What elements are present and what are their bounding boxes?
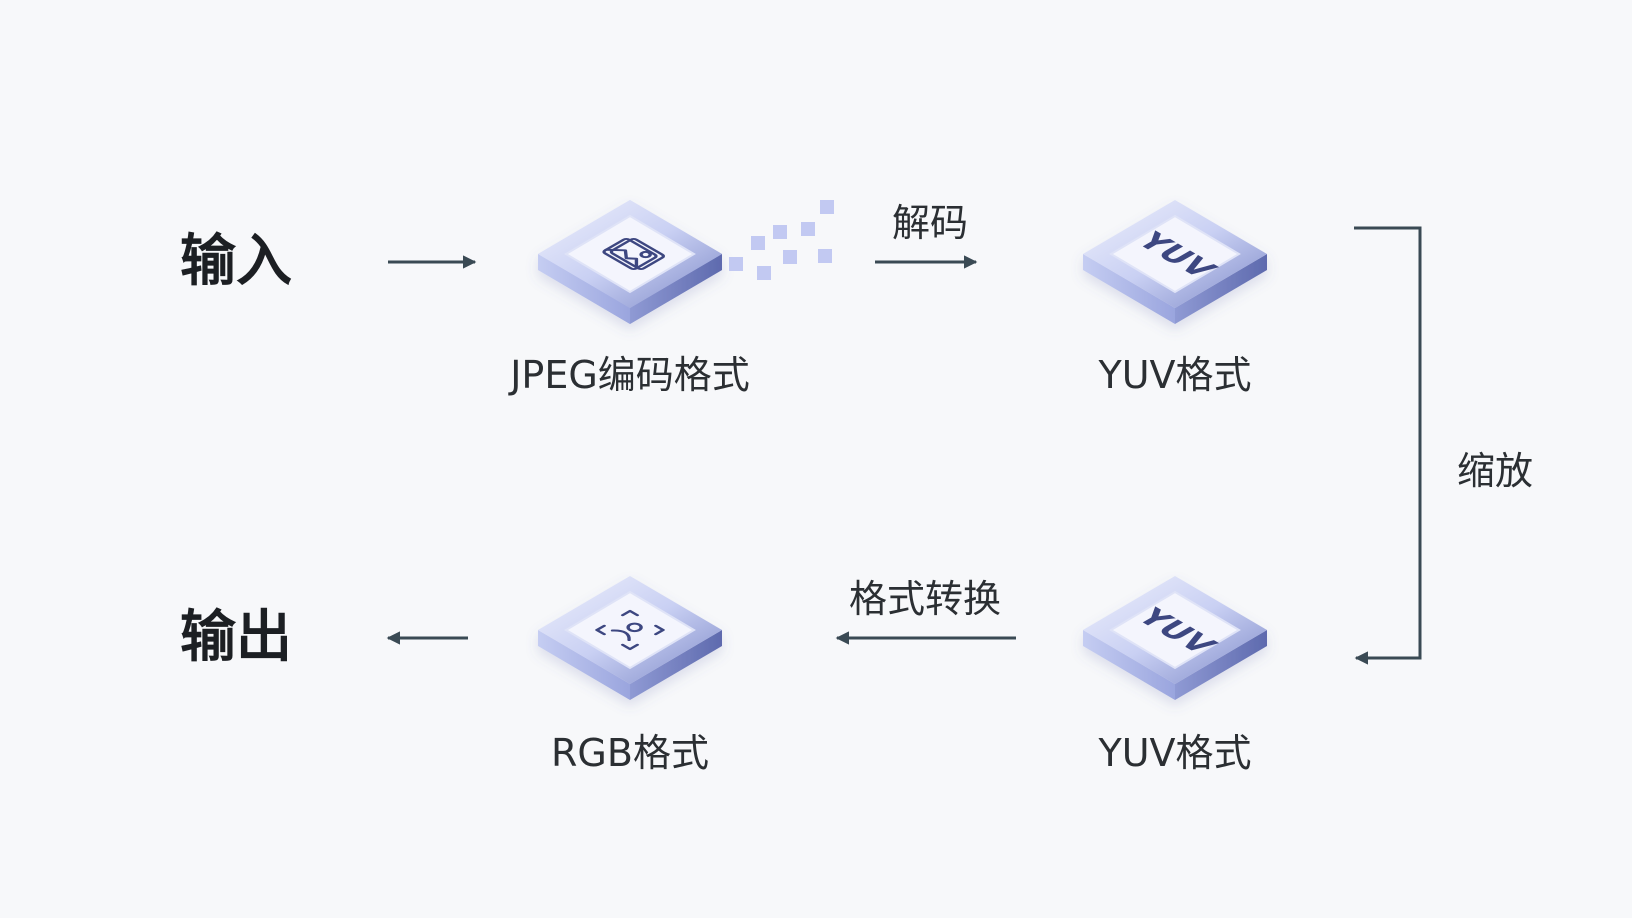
pixel-trail [729, 200, 834, 280]
yuv-top-tile: YUV [1083, 200, 1267, 324]
rgb-node-label: RGB格式 [551, 731, 709, 775]
decode-label: 解码 [891, 201, 968, 245]
jpeg-node-label: JPEG编码格式 [510, 353, 750, 397]
scale-connector [1354, 226, 1422, 665]
jpeg-tile [538, 200, 722, 324]
yuv-bottom-node-label: YUV格式 [1098, 731, 1252, 775]
input-label: 输入 [180, 229, 292, 294]
portrait-scan-icon [595, 609, 665, 651]
output-label: 输出 [180, 605, 292, 670]
yuv-bottom-tile: YUV [1083, 576, 1267, 700]
rgb-tile [538, 576, 722, 700]
yuv-top-node-label: YUV格式 [1098, 353, 1252, 397]
convert-label: 格式转换 [848, 577, 1001, 621]
scale-label: 缩放 [1456, 449, 1533, 493]
image-icon [602, 238, 666, 270]
